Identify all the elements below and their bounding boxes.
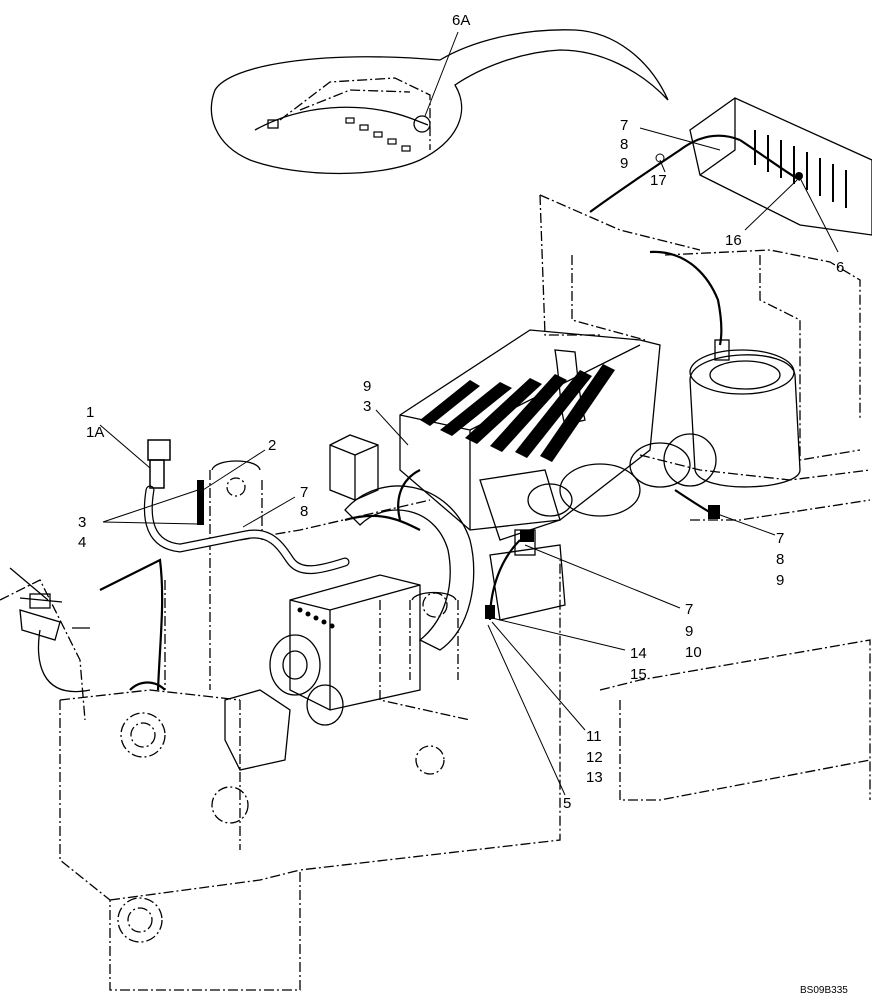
frame-uprights <box>209 460 459 680</box>
air-cleaner <box>689 339 801 488</box>
callout-9-top: 9 <box>620 155 628 172</box>
drawing-code: BS09B335 <box>800 985 848 996</box>
callout-5: 5 <box>563 795 571 812</box>
wiring-harness <box>99 134 803 691</box>
callout-3-left: 3 <box>78 514 86 531</box>
control-assembly <box>9 567 91 693</box>
callout-9-low: 9 <box>685 623 693 640</box>
callout-8-right: 8 <box>776 551 784 568</box>
callout-15: 15 <box>630 666 647 683</box>
callout-16: 16 <box>725 232 742 249</box>
transmission <box>224 574 421 771</box>
engine <box>399 329 717 621</box>
callout-1: 1 <box>86 404 94 421</box>
leader-lines <box>99 31 839 796</box>
callout-7-left: 7 <box>300 484 308 501</box>
callout-7-right: 7 <box>776 530 784 547</box>
callout-13: 13 <box>586 769 603 786</box>
callout-1a: 1A <box>86 424 104 441</box>
callout-8-left: 8 <box>300 503 308 520</box>
callout-12: 12 <box>586 749 603 766</box>
ecu-module <box>329 434 379 501</box>
flywheel-housing <box>344 485 475 651</box>
callout-10: 10 <box>685 644 702 661</box>
callouts: 6A 7 8 9 17 16 6 9 3 1 1A 2 3 4 7 8 7 8 … <box>78 12 844 812</box>
callout-7-low: 7 <box>685 601 693 618</box>
callout-14: 14 <box>630 645 647 662</box>
loader-frame-outline <box>0 194 871 991</box>
callout-6: 6 <box>836 259 844 276</box>
callout-6a: 6A <box>452 12 470 29</box>
callout-3-mid: 3 <box>363 398 371 415</box>
detail-bubble <box>210 29 669 175</box>
callout-17: 17 <box>650 172 667 189</box>
callout-9-right: 9 <box>776 572 784 589</box>
callout-11: 11 <box>586 728 602 745</box>
callout-7-top: 7 <box>620 117 628 134</box>
callout-4: 4 <box>78 534 86 551</box>
cooler-module <box>689 97 872 236</box>
callout-8-top: 8 <box>620 136 628 153</box>
callout-2: 2 <box>268 437 276 454</box>
callout-9-mid: 9 <box>363 378 371 395</box>
